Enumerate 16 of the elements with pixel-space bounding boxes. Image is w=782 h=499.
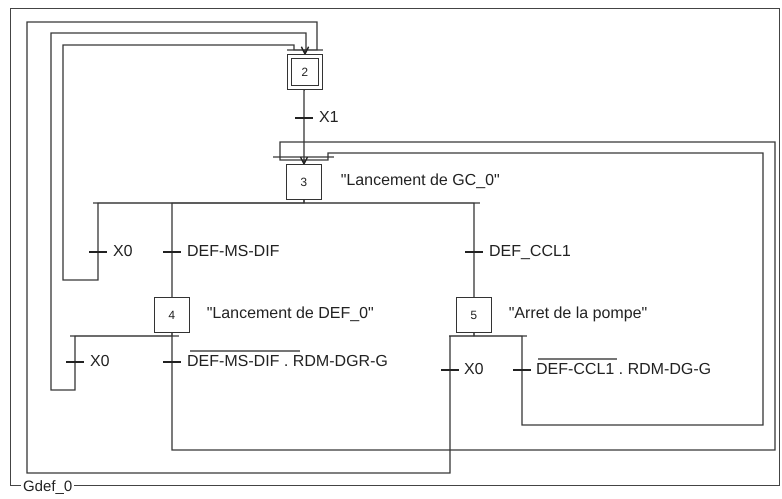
connector-line (171, 200, 305, 297)
action-text: "Lancement de DEF_0" (206, 304, 374, 323)
step-number: 5 (470, 308, 478, 322)
return-arrow (171, 141, 776, 451)
transition-condition: DEF_CCL1 (488, 243, 572, 261)
action-text: "Arret de la pompe" (508, 304, 648, 323)
frame-label: Gdef_0 (21, 478, 74, 494)
return-arrow (50, 32, 310, 391)
step-number: 3 (300, 174, 308, 189)
step-number: 2 (301, 64, 308, 79)
step-number: 4 (168, 308, 176, 322)
connector-line (303, 200, 475, 297)
return-arrow (26, 21, 475, 474)
return-arrow (300, 152, 764, 426)
initial-step-box (286, 54, 323, 90)
action-text: "Lancement de GC_0" (340, 172, 500, 190)
